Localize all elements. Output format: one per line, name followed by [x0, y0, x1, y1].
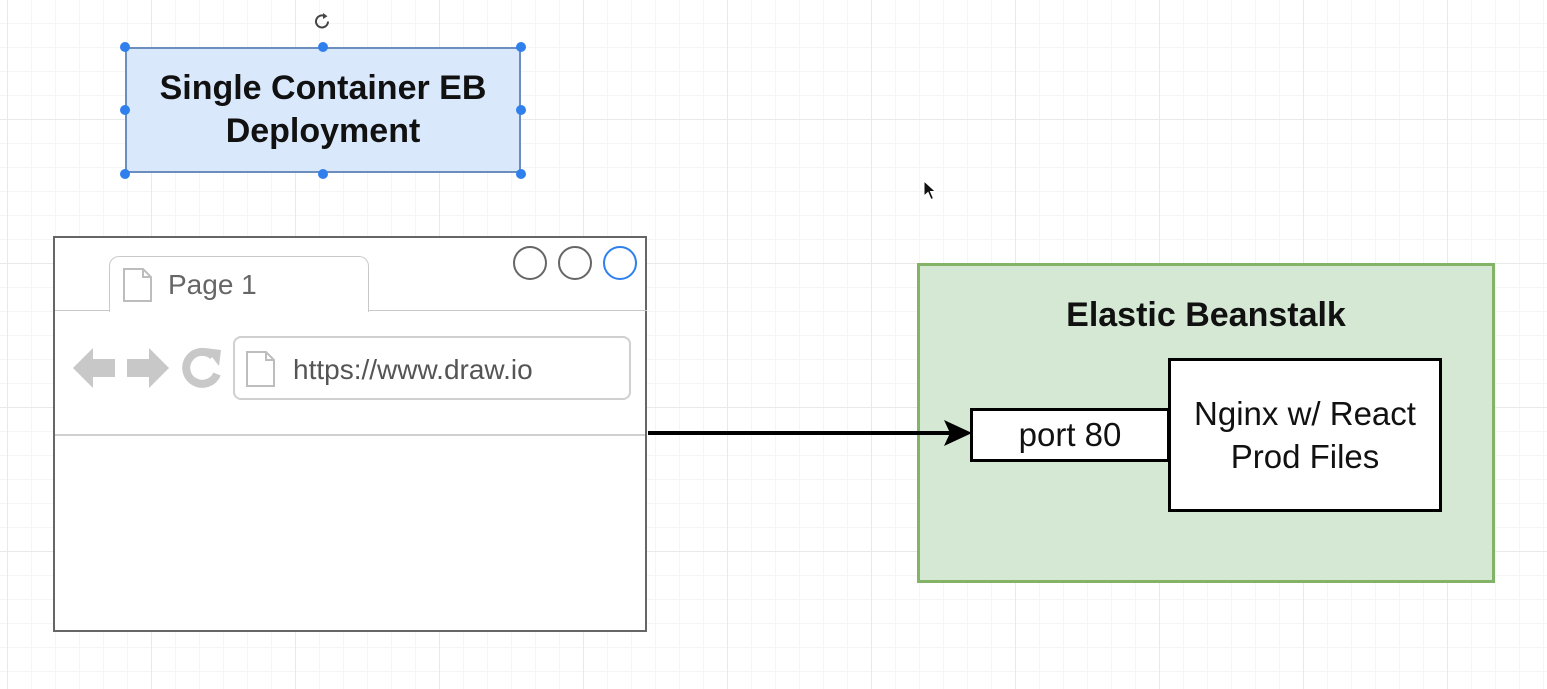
- resize-handle-bottom-right[interactable]: [516, 169, 526, 179]
- resize-handle-top[interactable]: [318, 42, 328, 52]
- browser-tab[interactable]: Page 1: [109, 256, 369, 312]
- document-icon: [122, 267, 154, 308]
- browser-mockup[interactable]: Page 1: [53, 236, 647, 632]
- window-button-circle[interactable]: [558, 246, 592, 280]
- mouse-cursor-icon: [923, 179, 937, 207]
- arrowhead-icon: [944, 420, 972, 446]
- resize-handle-bottom-left[interactable]: [120, 169, 130, 179]
- tab-baseline: [55, 310, 109, 311]
- port-label: port 80: [1018, 416, 1122, 453]
- address-bar[interactable]: https://www.draw.io: [233, 336, 631, 400]
- window-button-circle-highlighted[interactable]: [603, 246, 637, 280]
- title-text: Single Container EB Deployment: [159, 69, 487, 150]
- tab-label: Page 1: [168, 269, 257, 300]
- resize-handle-bottom[interactable]: [318, 169, 328, 179]
- toolbar-divider: [55, 434, 645, 436]
- resize-handle-left[interactable]: [120, 105, 130, 115]
- title-shape[interactable]: Single Container EB Deployment: [125, 47, 521, 173]
- resize-handle-top-left[interactable]: [120, 42, 130, 52]
- resize-handle-right[interactable]: [516, 105, 526, 115]
- url-text: https://www.draw.io: [293, 354, 533, 385]
- nginx-box[interactable]: Nginx w/ React Prod Files: [1168, 358, 1442, 512]
- tab-baseline: [369, 310, 647, 311]
- nginx-label: Nginx w/ React Prod Files: [1194, 395, 1416, 475]
- rotate-handle-icon[interactable]: [313, 12, 333, 32]
- back-arrow-icon[interactable]: [73, 346, 115, 395]
- resize-handle-top-right[interactable]: [516, 42, 526, 52]
- document-icon: [245, 350, 277, 393]
- elastic-beanstalk-title: Elastic Beanstalk: [1066, 296, 1346, 334]
- forward-arrow-icon[interactable]: [127, 346, 169, 395]
- window-button-circle[interactable]: [513, 246, 547, 280]
- reload-icon[interactable]: [181, 346, 223, 395]
